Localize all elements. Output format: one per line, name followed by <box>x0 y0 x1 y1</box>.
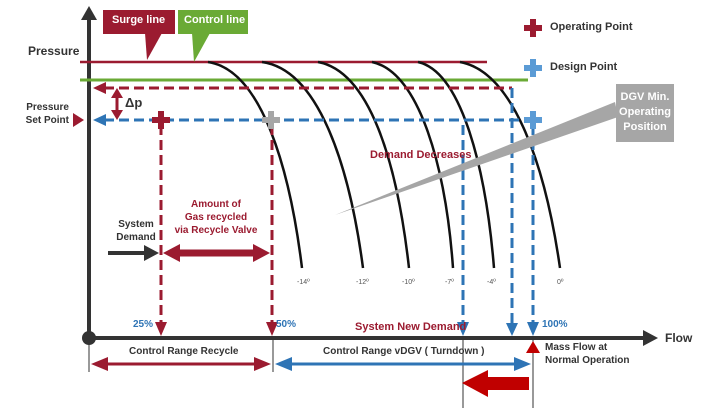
surge-line-callout <box>103 10 175 34</box>
curve-label-0: 0º <box>557 279 564 286</box>
dgv-min-box <box>616 84 674 142</box>
control-line-label: Control line <box>184 14 246 26</box>
flow-reduction-arrow <box>485 377 529 390</box>
control-range-recycle-label: Control Range Recycle <box>129 346 239 357</box>
delta-p-label: Δp <box>125 95 143 110</box>
compressor-curves <box>207 60 562 269</box>
flow-reduction-arrowhead <box>462 370 488 397</box>
design-point-legend-label: Design Point <box>550 61 618 73</box>
pressure-axis-label: Pressure <box>28 44 80 58</box>
operating-point-cross <box>152 111 170 129</box>
mass-flow-marker <box>526 341 540 353</box>
red-dashed-arrowhead <box>93 82 106 94</box>
curve-label-minus-10: -10º <box>402 279 415 286</box>
control-line-callout <box>178 10 248 34</box>
origin-dot <box>82 331 96 345</box>
red-dashed-drop-arrowhead <box>506 323 518 336</box>
operating-point-legend-label: Operating Point <box>550 21 633 33</box>
percent-25-label: 25% <box>133 319 154 330</box>
recycle-amount-arrowhead-right <box>253 244 270 262</box>
curve-minus-4 <box>417 60 496 269</box>
flow-axis-label: Flow <box>665 331 693 345</box>
curve-label-minus-4: -4º <box>487 279 496 286</box>
percent-50-label: 50% <box>276 319 297 330</box>
drop-new-demand-arrowhead <box>457 322 469 336</box>
delta-p-arrowhead-up <box>111 88 123 98</box>
demand-decreases-label: Demand Decreases <box>370 149 472 161</box>
curve-label-minus-14: -14º <box>297 279 310 286</box>
curve-minus-7 <box>371 60 455 269</box>
operating-point-legend-icon <box>524 19 542 37</box>
system-new-demand-label: System New Demand <box>355 321 467 333</box>
drop-25-arrowhead <box>155 322 167 336</box>
curve-label-minus-12: -12º <box>356 279 369 286</box>
surge-line-callout-pointer <box>145 33 162 60</box>
recycle-amount-arrowhead-left <box>163 244 180 262</box>
x-axis-arrowhead <box>643 330 658 346</box>
range-recycle-arrowhead-left <box>91 357 108 371</box>
dgv-pointer <box>335 102 618 215</box>
drop-50-arrowhead <box>266 322 278 336</box>
range-recycle-arrowhead-right <box>254 357 271 371</box>
range-vdgv-arrowhead-right <box>514 357 531 371</box>
curve-minus-14 <box>207 60 304 269</box>
set-point-marker <box>73 113 84 127</box>
design-point-legend-icon <box>524 59 542 77</box>
curve-minus-12 <box>261 60 365 269</box>
drop-100-arrowhead <box>527 322 539 336</box>
range-vdgv-arrowhead-left <box>275 357 292 371</box>
surge-line-label: Surge line <box>112 14 166 26</box>
curve-label-minus-7: -7º <box>445 279 454 286</box>
delta-p-arrowhead-down <box>111 110 123 120</box>
percent-100-label: 100% <box>542 319 568 330</box>
curve-0 <box>459 60 562 269</box>
control-range-vdgv-label: Control Range vDGV ( Turndown ) <box>323 346 485 357</box>
blue-dashed-arrowhead <box>93 114 106 126</box>
y-axis-arrowhead <box>81 6 97 20</box>
grey-point-cross <box>262 111 280 129</box>
system-demand-arrowhead <box>144 245 159 261</box>
design-point-cross <box>524 111 542 129</box>
control-line-callout-pointer <box>192 33 210 62</box>
curve-minus-10 <box>317 60 411 269</box>
